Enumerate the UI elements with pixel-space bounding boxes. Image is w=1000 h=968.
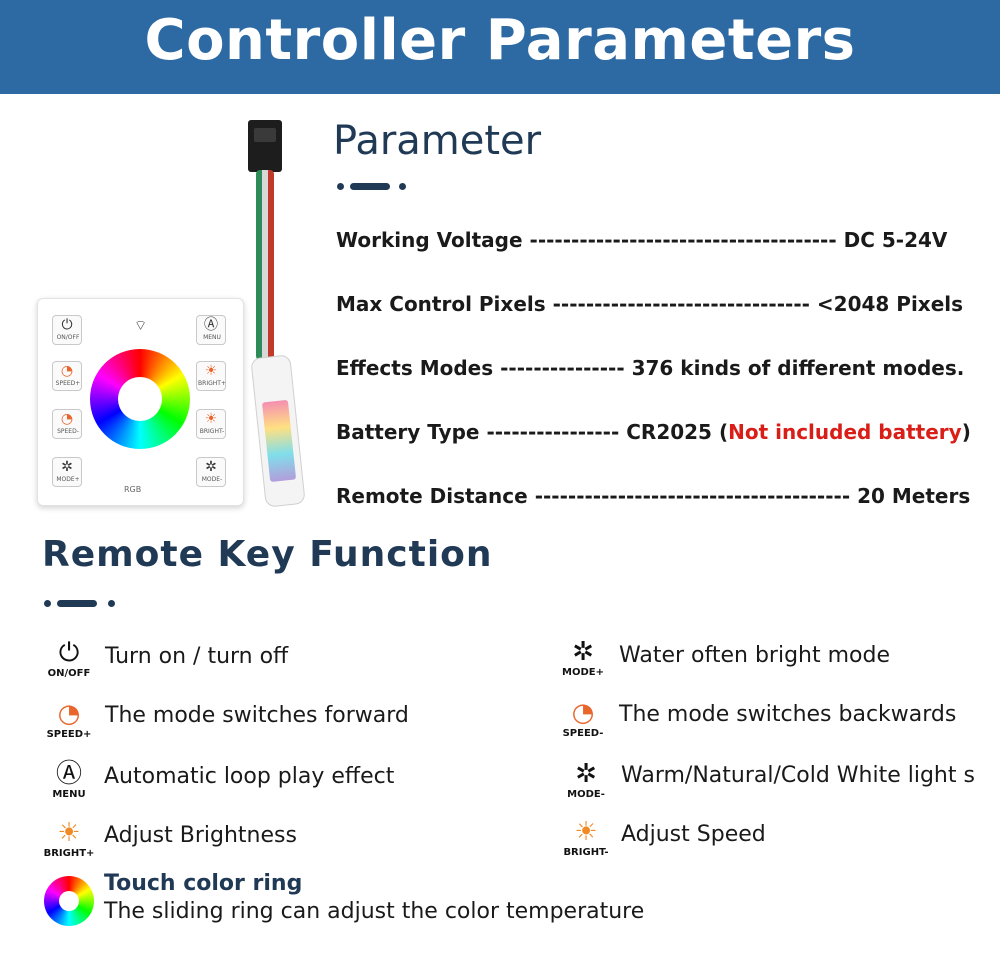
panel-mode-up-button: ✲ MODE+ <box>52 457 82 487</box>
key-function-text: The mode switches backwards <box>619 702 957 727</box>
parameter-heading: Parameter <box>333 118 542 164</box>
param-dashes: ---------------- <box>486 420 620 444</box>
panel-menu-button: Ⓐ MENU <box>196 315 226 345</box>
speed-up-icon: ◔ SPEED+ <box>46 699 92 740</box>
key-function-text: Warm/Natural/Cold White light s <box>621 763 975 788</box>
speed-down-icon: ◔ SPEED- <box>562 698 604 739</box>
param-dashes: --------------- <box>500 356 625 380</box>
key-function-heading: Remote Key Function <box>42 534 493 575</box>
connector-sticker <box>261 399 297 483</box>
param-name: Max Control Pixels <box>336 292 546 316</box>
key-function-text: Automatic loop play effect <box>104 764 395 789</box>
panel-button-label: ON/OFF <box>56 334 80 341</box>
panel-button-label: BRIGHT- <box>199 428 225 435</box>
receiver-connector <box>250 354 306 508</box>
brightness-down-icon: ☀ <box>204 411 218 427</box>
key-function-text: Water often bright mode <box>619 643 890 668</box>
param-value: <2048 Pixels <box>816 292 964 316</box>
cable-wire <box>256 170 274 360</box>
panel-bright-down-button: ☀ BRIGHT- <box>196 409 226 439</box>
param-remote-distance: Remote Distance ------------------------… <box>336 484 970 508</box>
param-value: CR2025 ( <box>626 420 729 444</box>
menu-icon: Ⓐ <box>204 317 218 333</box>
panel-button-label: MODE- <box>201 476 223 483</box>
battery-warning: Not included battery <box>728 420 962 444</box>
rgb-label: RGB <box>124 485 142 494</box>
power-icon: ⏻ ON/OFF <box>47 638 91 679</box>
param-value: 20 Meters <box>857 484 971 508</box>
speed-down-icon: ◔ <box>60 411 74 427</box>
key-function-text: Adjust Speed <box>621 822 766 847</box>
panel-button-label: SPEED- <box>57 428 79 435</box>
touch-ring-description: The sliding ring can adjust the color te… <box>104 899 645 924</box>
speed-up-icon: ◔ <box>60 363 74 379</box>
remote-panel: ⏻ ON/OFF ⌔ Ⓐ MENU ◔ SPEED+ ☀ BRIGHT+ ◔ S… <box>37 298 244 506</box>
panel-button-label: SPEED+ <box>55 380 81 387</box>
param-battery-type: Battery Type ---------------- CR2025 (No… <box>336 420 971 444</box>
param-name: Working Voltage <box>336 228 523 252</box>
heading-divider <box>44 600 116 607</box>
param-value: 376 kinds of different modes. <box>631 356 965 380</box>
heading-divider <box>337 183 407 190</box>
wifi-icon: ⌔ <box>134 318 148 334</box>
param-effects-modes: Effects Modes --------------- 376 kinds … <box>336 356 964 380</box>
cable-plug <box>248 120 282 172</box>
param-dashes: ------------------------------- <box>552 292 810 316</box>
mode-up-icon: ✲ MODE+ <box>562 637 604 678</box>
mode-down-icon: ✲ <box>205 459 217 475</box>
menu-icon: Ⓐ MENU <box>52 759 86 800</box>
color-ring <box>90 349 190 449</box>
param-working-voltage: Working Voltage ------------------------… <box>336 228 947 252</box>
panel-power-button: ⏻ ON/OFF <box>52 315 82 345</box>
page-title: Controller Parameters <box>144 8 856 73</box>
panel-bright-up-button: ☀ BRIGHT+ <box>196 361 226 391</box>
color-ring-icon <box>44 876 94 926</box>
param-dashes: ------------------------------------- <box>529 228 837 252</box>
param-name: Effects Modes <box>336 356 494 380</box>
brightness-up-icon: ☀ <box>204 363 218 379</box>
param-value: DC 5-24V <box>843 228 948 252</box>
power-icon: ⏻ <box>61 317 73 333</box>
param-dashes: -------------------------------------- <box>534 484 851 508</box>
title-banner: Controller Parameters <box>0 0 1000 94</box>
panel-speed-up-button: ◔ SPEED+ <box>52 361 82 391</box>
mode-up-icon: ✲ <box>61 459 73 475</box>
param-max-pixels: Max Control Pixels ---------------------… <box>336 292 963 316</box>
brightness-up-icon: ☀ BRIGHT+ <box>43 818 95 859</box>
touch-ring-title: Touch color ring <box>104 871 303 896</box>
panel-mode-down-button: ✲ MODE- <box>196 457 226 487</box>
key-function-text: Turn on / turn off <box>105 644 289 669</box>
panel-speed-down-button: ◔ SPEED- <box>52 409 82 439</box>
panel-button-label: MENU <box>203 334 221 341</box>
param-name: Battery Type <box>336 420 480 444</box>
param-value-end: ) <box>961 420 971 444</box>
param-name: Remote Distance <box>336 484 528 508</box>
key-function-text: Adjust Brightness <box>104 823 297 848</box>
brightness-down-icon: ☀ BRIGHT- <box>563 817 609 858</box>
key-function-text: The mode switches forward <box>105 703 409 728</box>
panel-button-label: BRIGHT+ <box>198 380 226 387</box>
panel-button-label: MODE+ <box>56 476 80 483</box>
mode-down-icon: ✲ MODE- <box>567 759 605 800</box>
